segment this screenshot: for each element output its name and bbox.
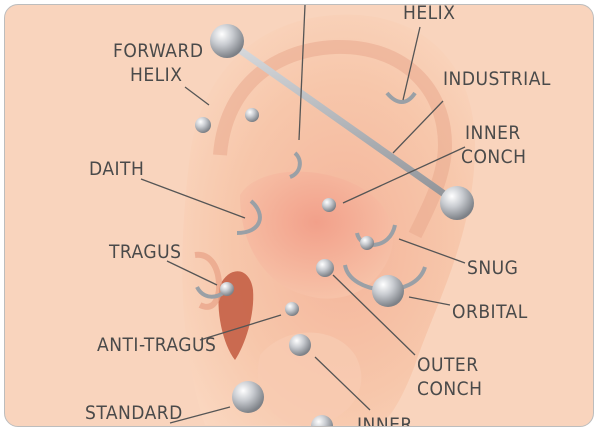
standard-lobe-stud — [232, 381, 264, 413]
label-forward-helix-line2: Helix — [130, 64, 182, 86]
label-inner-conch-line2: Conch — [461, 146, 526, 168]
label-snug: Snug — [467, 257, 518, 279]
label-helix: Helix — [403, 5, 455, 24]
label-anti-tragus: Anti-Tragus — [97, 334, 216, 356]
inner-conch-leader-line — [342, 146, 466, 204]
industrial-barbell-bar — [223, 37, 461, 207]
leader-lines — [140, 5, 466, 424]
label-inner: Inner — [357, 414, 413, 426]
ear-piercing-diagram: Helix Forward Helix Industrial Inner Con… — [85, 5, 551, 426]
snug-ring — [355, 224, 397, 247]
label-daith: Daith — [89, 158, 144, 180]
label-standard: Standard — [85, 402, 183, 424]
inner-conch-stud — [322, 198, 336, 212]
labels: Helix Forward Helix Industrial Inner Con… — [85, 5, 551, 426]
tragus-fold — [194, 251, 223, 310]
industrial-ball-top — [210, 24, 244, 58]
helix-leader-line — [402, 26, 421, 101]
ear-diagram-frame: Helix Forward Helix Industrial Inner Con… — [4, 4, 594, 427]
daith-leader-line — [140, 178, 246, 219]
rook-leader-line — [298, 5, 306, 141]
helix-ring — [385, 91, 417, 104]
earlobe-shape — [257, 332, 362, 426]
forward-helix-stud-1 — [195, 117, 211, 133]
rook-ring — [289, 151, 302, 179]
outer-conch-stud — [316, 259, 334, 277]
inner-lobe-stud — [289, 334, 311, 356]
daith-ring — [236, 199, 262, 235]
standard-leader-line — [169, 406, 231, 424]
label-orbital: Orbital — [452, 301, 528, 323]
label-outer-conch-line2: Conch — [417, 378, 482, 400]
tragus-ball — [220, 282, 234, 296]
snug-leader-line — [398, 238, 466, 264]
industrial-leader-line — [392, 100, 444, 154]
jewellery — [195, 24, 474, 426]
orbital-ball — [372, 275, 404, 307]
inner-leader-line — [314, 356, 371, 411]
forward-helix-leader-line — [184, 86, 210, 106]
lower-lobe-stud — [311, 415, 333, 426]
anti-tragus-stud — [285, 302, 299, 316]
label-inner-conch-line1: Inner — [465, 122, 521, 144]
label-outer-conch-line1: Outer — [417, 354, 479, 376]
helix-rim-fold — [213, 39, 453, 239]
label-tragus: Tragus — [108, 241, 182, 263]
orbital-leader-line — [408, 296, 451, 306]
forward-helix-stud-2 — [245, 108, 259, 122]
label-industrial: Industrial — [443, 68, 551, 90]
tragus-leader-line — [166, 260, 218, 286]
label-forward-helix-line1: Forward — [113, 40, 203, 62]
outer-conch-leader-line — [332, 274, 416, 356]
snug-ball — [360, 236, 374, 250]
concha-bowl — [240, 171, 393, 299]
industrial-ball-bottom — [440, 186, 474, 220]
anti-tragus-leader-line — [199, 314, 282, 341]
